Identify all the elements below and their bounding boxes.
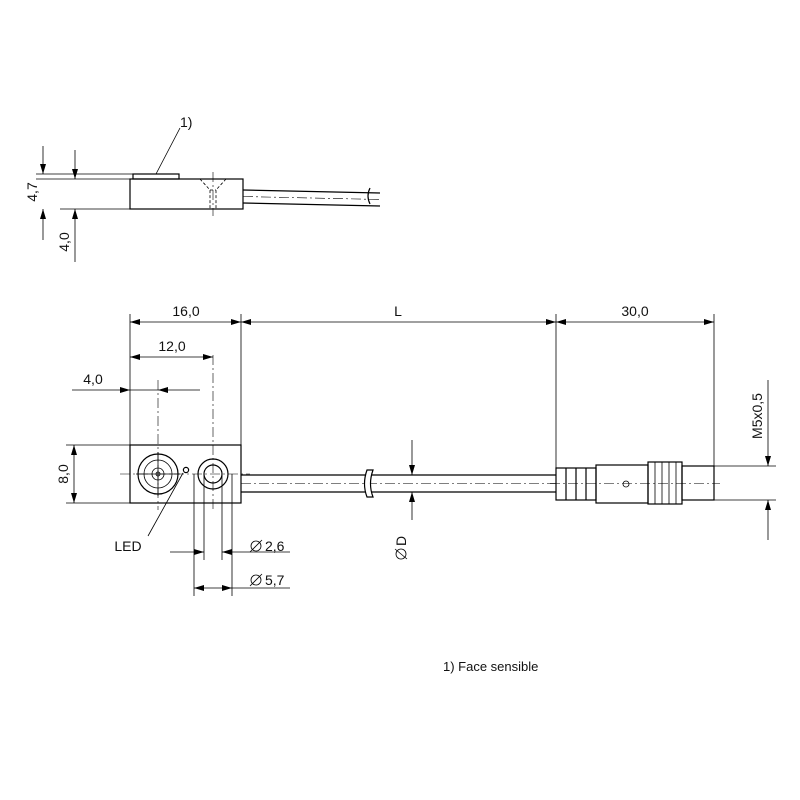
dim-height-total-label: 4,7 xyxy=(24,182,40,202)
dim-hole-diameter: 2,6 xyxy=(170,538,290,555)
dim-hole-spacing-label: 12,0 xyxy=(158,338,185,354)
dim-sensor-offset-label: 4,0 xyxy=(83,371,103,387)
dim-sensor-offset: 4,0 xyxy=(72,371,200,393)
m5-connector xyxy=(550,461,720,505)
dim-cable-diameter: D xyxy=(393,440,415,560)
dim-cable-length: L xyxy=(241,303,556,325)
dim-thread: M5x0,5 xyxy=(749,380,771,540)
dim-height-total: 4,7 xyxy=(24,146,46,240)
led-indicator xyxy=(182,466,190,474)
dim-connector-length-label: 30,0 xyxy=(621,303,648,319)
dim-width: 8,0 xyxy=(55,445,77,503)
dim-cable-diameter-label: D xyxy=(393,536,409,546)
dim-thread-label: M5x0,5 xyxy=(749,393,765,439)
dim-length: 16,0 xyxy=(130,303,241,325)
sensing-face xyxy=(132,173,180,180)
sensor-body-side xyxy=(129,178,244,210)
dim-width-label: 8,0 xyxy=(55,464,71,484)
dim-hole-spacing: 12,0 xyxy=(130,338,213,360)
callout-face-sensible: 1) xyxy=(155,114,192,175)
callout-label: 1) xyxy=(180,114,192,130)
led-label: LED xyxy=(114,538,141,554)
dim-height-body: 4,0 xyxy=(56,150,78,262)
side-view: 4,7 4,0 1) xyxy=(24,114,381,262)
dim-height-body-label: 4,0 xyxy=(56,232,72,252)
footnote: 1) Face sensible xyxy=(443,659,538,674)
top-view: 16,0 L 30,0 12,0 4,0 8,0 xyxy=(55,303,776,596)
cable-top xyxy=(241,469,556,498)
dim-counterbore-diameter: 5,7 xyxy=(194,572,290,591)
led-callout: LED xyxy=(114,472,184,554)
dim-cable-length-label: L xyxy=(394,303,402,319)
cable-side xyxy=(242,187,381,207)
dim-connector-length: 30,0 xyxy=(556,303,714,325)
dim-length-label: 16,0 xyxy=(172,303,199,319)
dim-counterbore-diameter-label: 5,7 xyxy=(265,572,285,588)
dim-hole-diameter-label: 2,6 xyxy=(265,538,285,554)
